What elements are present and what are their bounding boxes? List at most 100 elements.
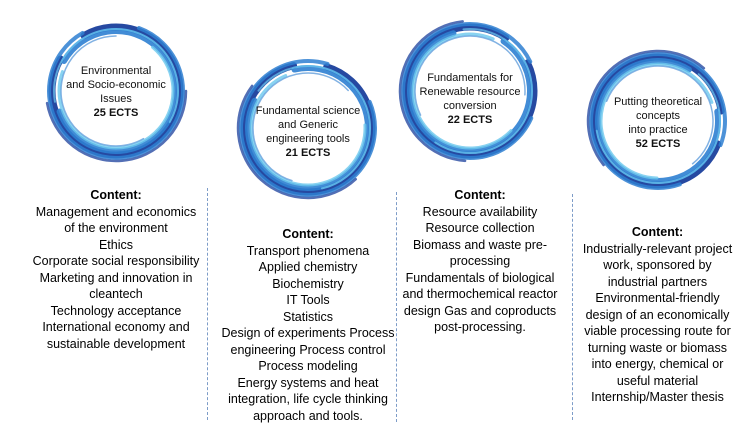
content-line: viable processing route for: [584, 324, 731, 338]
brush-stroke: [398, 20, 467, 163]
ring-label: Fundamental science and Generic engineer…: [232, 104, 384, 160]
content-line: processing: [449, 254, 511, 268]
content-line: integration, life cycle thinking: [228, 392, 388, 406]
content-putting-into-practice: Content: Industrially-relevant project w…: [572, 224, 743, 406]
column-divider: [572, 194, 573, 420]
ring-label: Putting theoretical concepts into practi…: [582, 95, 734, 151]
content-line: Biomass and waste pre-: [412, 237, 548, 252]
content-line: Industrially-relevant project: [582, 241, 733, 256]
brush-stroke: [407, 30, 533, 154]
content-line: Applied chemistry: [258, 260, 358, 274]
content-renewable-resource: Content: Resource availability Resource …: [392, 187, 568, 336]
brush-stroke: [414, 35, 526, 116]
ring-title-line: Environmental: [80, 65, 152, 77]
brush-stroke: [411, 32, 513, 150]
content-line: design of an economically: [585, 307, 730, 322]
content-line: Internship/Master thesis: [591, 390, 724, 404]
content-heading: Content:: [90, 188, 142, 202]
content-line: Fundamentals of biological: [405, 270, 555, 285]
brush-stroke: [245, 65, 371, 191]
brush-stroke: [402, 23, 538, 159]
brush-stroke: [401, 22, 534, 160]
content-line: post-processing.: [434, 320, 526, 334]
content-heading: Content:: [282, 227, 334, 241]
content-line: into energy, chemical or: [591, 357, 724, 371]
ring-renewable-resource: Fundamentals for Renewable resource conv…: [394, 15, 546, 167]
brush-circle-icon: [398, 20, 538, 163]
content-heading: Content:: [631, 225, 684, 239]
ring-title-line: Renewable resource: [419, 86, 521, 98]
content-line: turning waste or biomass: [588, 340, 727, 355]
content-line: Corporate social responsibility: [32, 254, 200, 268]
brush-stroke: [605, 65, 714, 165]
ring-environmental: Environmental and Socio-economic Issues …: [40, 15, 192, 167]
content-line: Technology acceptance: [50, 303, 182, 318]
content-line: Ethics: [98, 237, 134, 252]
brush-stroke: [53, 28, 179, 123]
brush-circle-icon: [45, 23, 188, 163]
content-line: and thermochemical reactor: [402, 287, 558, 301]
content-line: Statistics: [282, 309, 333, 324]
content-line: of the environment: [64, 221, 168, 235]
column-divider: [396, 192, 397, 422]
brush-stroke: [249, 74, 367, 187]
brush-stroke: [60, 35, 145, 147]
ring-title-line: engineering tools: [266, 133, 350, 145]
ring-label: Fundamentals for Renewable resource conv…: [394, 71, 546, 127]
brush-stroke: [47, 26, 185, 160]
content-line: engineering Process control: [230, 342, 386, 357]
content-heading: Content:: [454, 188, 506, 202]
brush-stroke: [252, 72, 349, 182]
brush-circle-icon: [586, 49, 727, 190]
ring-putting-into-practice: Putting theoretical concepts into practi…: [582, 45, 734, 197]
brush-stroke: [595, 58, 721, 184]
content-line: IT Tools: [286, 293, 330, 307]
ring-title-line: Fundamental science: [255, 105, 361, 117]
content-line: Marketing and innovation in: [39, 270, 193, 285]
ring-label: Environmental and Socio-economic Issues …: [40, 64, 192, 120]
content-environmental: Content: Management and economics of the…: [18, 187, 214, 352]
content-line: work, sponsored by: [603, 258, 712, 272]
content-line: useful material: [616, 373, 699, 388]
content-line: Management and economics: [35, 204, 197, 219]
content-line: Energy systems and heat: [237, 375, 379, 390]
content-line: sustainable development: [46, 336, 186, 351]
ring-title-line: Putting theoretical: [613, 96, 703, 108]
content-line: Design of experiments Process: [221, 326, 395, 340]
ring-title-line: Fundamentals for: [427, 72, 513, 84]
ring-title-line: conversion: [443, 100, 497, 112]
ring-fundamental-science: Fundamental science and Generic engineer…: [232, 52, 384, 204]
content-fundamental-science: Content: Transport phenomena Applied che…: [209, 226, 407, 424]
ects-value: 21 ECTS: [285, 147, 331, 159]
brush-stroke: [257, 65, 371, 190]
content-line: cleantech: [89, 287, 143, 301]
content-line: Resource availability: [422, 204, 538, 219]
column-divider: [207, 188, 208, 420]
content-line: design Gas and coproducts: [403, 303, 557, 318]
ring-title-line: into practice: [628, 124, 688, 136]
brush-circle-icon: [236, 59, 377, 200]
brush-stroke: [57, 45, 175, 150]
ring-title-line: Issues: [100, 93, 132, 105]
brush-stroke: [589, 52, 727, 190]
brush-stroke: [240, 62, 376, 196]
ring-title-line: and Socio-economic: [66, 79, 166, 91]
content-line: International economy and: [42, 320, 190, 334]
content-line: Process modeling: [258, 359, 358, 373]
brush-stroke: [236, 84, 357, 200]
content-line: industrial partners: [607, 274, 708, 289]
brush-stroke: [434, 28, 533, 154]
brush-stroke: [239, 59, 377, 197]
content-line: Resource collection: [425, 221, 535, 235]
brush-stroke: [599, 62, 714, 180]
content-line: approach and tools.: [253, 408, 363, 423]
content-line: Environmental-friendly: [595, 291, 720, 305]
content-line: Biochemistry: [272, 276, 344, 291]
brush-stroke: [48, 23, 184, 159]
brush-stroke: [586, 49, 706, 167]
brush-stroke: [595, 73, 721, 184]
brush-stroke: [56, 28, 179, 154]
brush-stroke: [590, 53, 725, 189]
ects-value: 52 ECTS: [635, 138, 681, 150]
ring-title-line: concepts: [635, 110, 681, 122]
